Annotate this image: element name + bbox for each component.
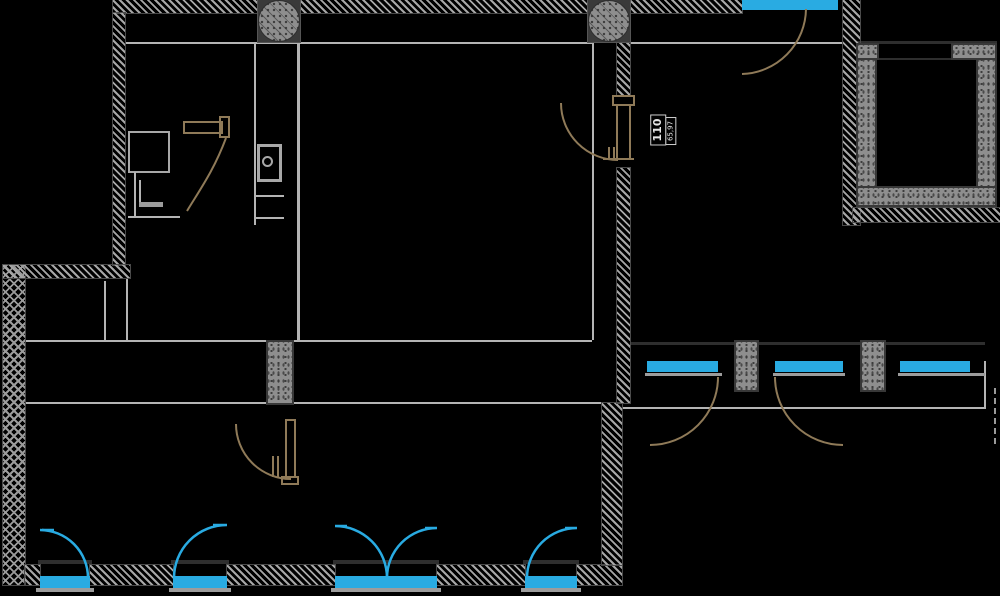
interior-wall-line — [622, 407, 985, 409]
room-area-label: 65,97 — [665, 116, 677, 146]
sill-line — [773, 373, 845, 376]
interior-wall-line — [256, 217, 284, 219]
sill-line — [645, 373, 722, 376]
door-leaf — [616, 104, 631, 160]
interior-wall-line — [254, 42, 256, 225]
interior-wall-line — [592, 42, 594, 340]
wall-elevator-bottom — [852, 207, 1000, 223]
balcony-door-sill — [335, 576, 437, 588]
concrete-column — [860, 340, 886, 392]
balcony-door-swing-arc — [172, 523, 228, 579]
wall-edge-line — [856, 41, 997, 44]
door-lintel — [333, 560, 439, 564]
elevator-shaft-wall-right — [976, 43, 997, 207]
wall-bottom — [226, 564, 336, 586]
interior-wall-line — [126, 278, 128, 341]
door-swing-arc — [774, 376, 844, 446]
elevator-door-jamb — [951, 44, 953, 59]
door-lintel — [171, 560, 229, 564]
balcony-door-swing-arc — [385, 526, 438, 579]
window-sill-top — [742, 0, 838, 10]
wall-right-corner — [842, 0, 861, 226]
threshold-line — [331, 588, 441, 592]
door-swing-arc — [186, 137, 227, 212]
elevator-shaft-wall-top-right — [951, 43, 997, 60]
wall-top — [629, 0, 743, 14]
shower-tray — [128, 131, 170, 173]
interior-wall-line — [128, 216, 180, 218]
interior-wall-line — [630, 42, 843, 44]
wall-left-exterior — [2, 264, 26, 586]
round-column — [257, 0, 301, 43]
door-leaf — [183, 121, 223, 134]
threshold-line — [521, 588, 581, 592]
door-jamb-marks — [272, 456, 279, 477]
wall-edge-line — [884, 342, 985, 345]
balcony-door-sill — [40, 576, 90, 588]
balcony-door-sill — [647, 361, 718, 372]
wall-band-left — [2, 264, 131, 279]
elevator-shaft-wall-top-left — [856, 43, 879, 60]
door-swing-arc — [741, 8, 807, 75]
balcony-door-sill — [775, 361, 843, 372]
door-swing-arc — [649, 376, 719, 446]
wall-bottom — [576, 564, 623, 586]
window-sill — [900, 361, 970, 372]
toilet-cistern — [257, 144, 282, 182]
sill-line — [898, 373, 985, 376]
wall-bottom — [24, 564, 41, 586]
wall-door-jamb-strip — [616, 41, 631, 96]
room-number-label: 110 — [650, 114, 666, 146]
door-leaf-cap — [612, 95, 635, 106]
door-leaf-cap — [219, 116, 230, 138]
interior-wall-line — [297, 42, 300, 340]
interior-wall-line — [256, 195, 284, 197]
concrete-column — [266, 340, 294, 405]
interior-wall-line — [125, 42, 592, 44]
elevator-door-line — [875, 58, 953, 60]
threshold-line — [169, 588, 231, 592]
wall-top — [112, 0, 259, 14]
balcony-door-sill — [173, 576, 227, 588]
interior-wall-line — [984, 361, 986, 409]
wall-room-divider — [601, 402, 623, 566]
concrete-column — [734, 340, 759, 392]
door-swing-arc — [235, 423, 292, 480]
door-leaf — [285, 419, 296, 478]
balcony-door-sill — [525, 576, 577, 588]
column-circle — [588, 0, 630, 42]
door-lintel — [523, 560, 579, 564]
round-column — [587, 0, 631, 43]
threshold-line — [36, 588, 94, 592]
wall-edge-line — [630, 342, 736, 345]
wall-edge-line — [757, 342, 862, 345]
wall-bottom — [89, 564, 174, 586]
balcony-door-swing-arc — [39, 528, 90, 579]
interior-wall-line — [25, 340, 592, 342]
door-lintel — [38, 560, 92, 564]
elevator-shaft-wall-left — [856, 43, 877, 207]
door-leaf-cap — [281, 476, 299, 485]
washbasin — [139, 202, 163, 207]
elevator-shaft-wall-bottom — [856, 186, 997, 207]
wall-top — [299, 0, 589, 14]
column-circle — [258, 0, 300, 42]
interior-wall-line — [25, 402, 602, 404]
interior-wall-line — [104, 281, 106, 341]
wall-bottom — [436, 564, 526, 586]
washbasin-stand — [134, 172, 136, 217]
balcony-door-swing-arc — [334, 524, 389, 579]
washbasin-stand — [139, 180, 141, 206]
dashed-boundary-line — [994, 388, 996, 444]
door-swing-arc — [560, 102, 619, 161]
wall-door-jamb-strip — [616, 167, 631, 404]
balcony-door-swing-arc — [525, 526, 578, 579]
toilet-flush-button — [262, 156, 273, 167]
wall-left-upper — [112, 12, 126, 266]
